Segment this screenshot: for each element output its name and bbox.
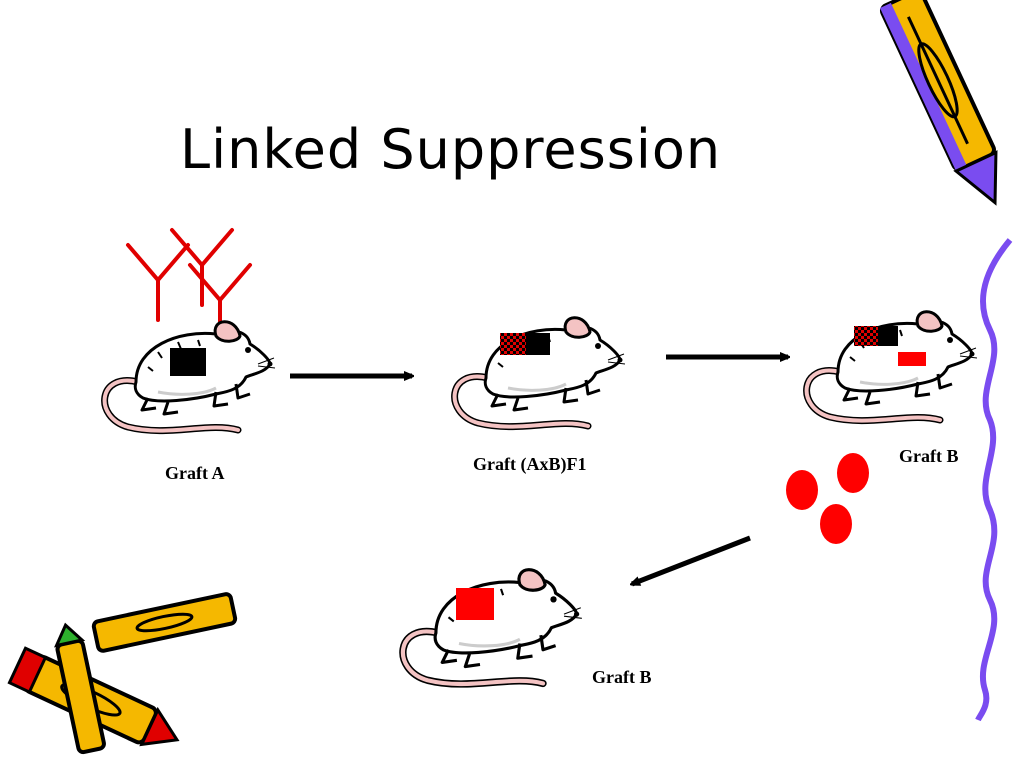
mouse-a — [105, 322, 275, 431]
cell-icon — [786, 470, 818, 510]
arrow-icon — [632, 535, 751, 587]
mouse-b-bottom — [403, 570, 582, 684]
graft-a-patch — [878, 326, 898, 346]
crayon-icon — [879, 0, 998, 206]
antibody-icon — [126, 243, 190, 322]
crayon-icon — [54, 622, 106, 755]
cell-icon — [837, 453, 869, 493]
crayon-icon — [91, 592, 238, 653]
graft-b-top-label: Graft B — [899, 446, 959, 466]
mouse-f1 — [455, 318, 625, 427]
graft-a-patch — [526, 333, 550, 355]
graft-b-bottom-label: Graft B — [592, 667, 652, 687]
graft-f1-checker-patch — [500, 333, 526, 355]
cell-icon — [820, 504, 852, 544]
mouse-icon — [105, 322, 275, 431]
graft-a-patch — [170, 348, 206, 376]
mouse-b-top — [807, 312, 977, 421]
mouse-icon — [403, 570, 582, 684]
slide-title: Linked Suppression — [180, 118, 722, 181]
graft-a-label: Graft A — [165, 463, 225, 483]
graft-f1-label: Graft (AxB)F1 — [473, 454, 587, 474]
graft-b-patch — [898, 352, 926, 366]
wavy-border-icon — [975, 238, 1013, 722]
graft-b-patch — [456, 588, 494, 620]
graft-f1-checker-patch — [854, 326, 878, 346]
